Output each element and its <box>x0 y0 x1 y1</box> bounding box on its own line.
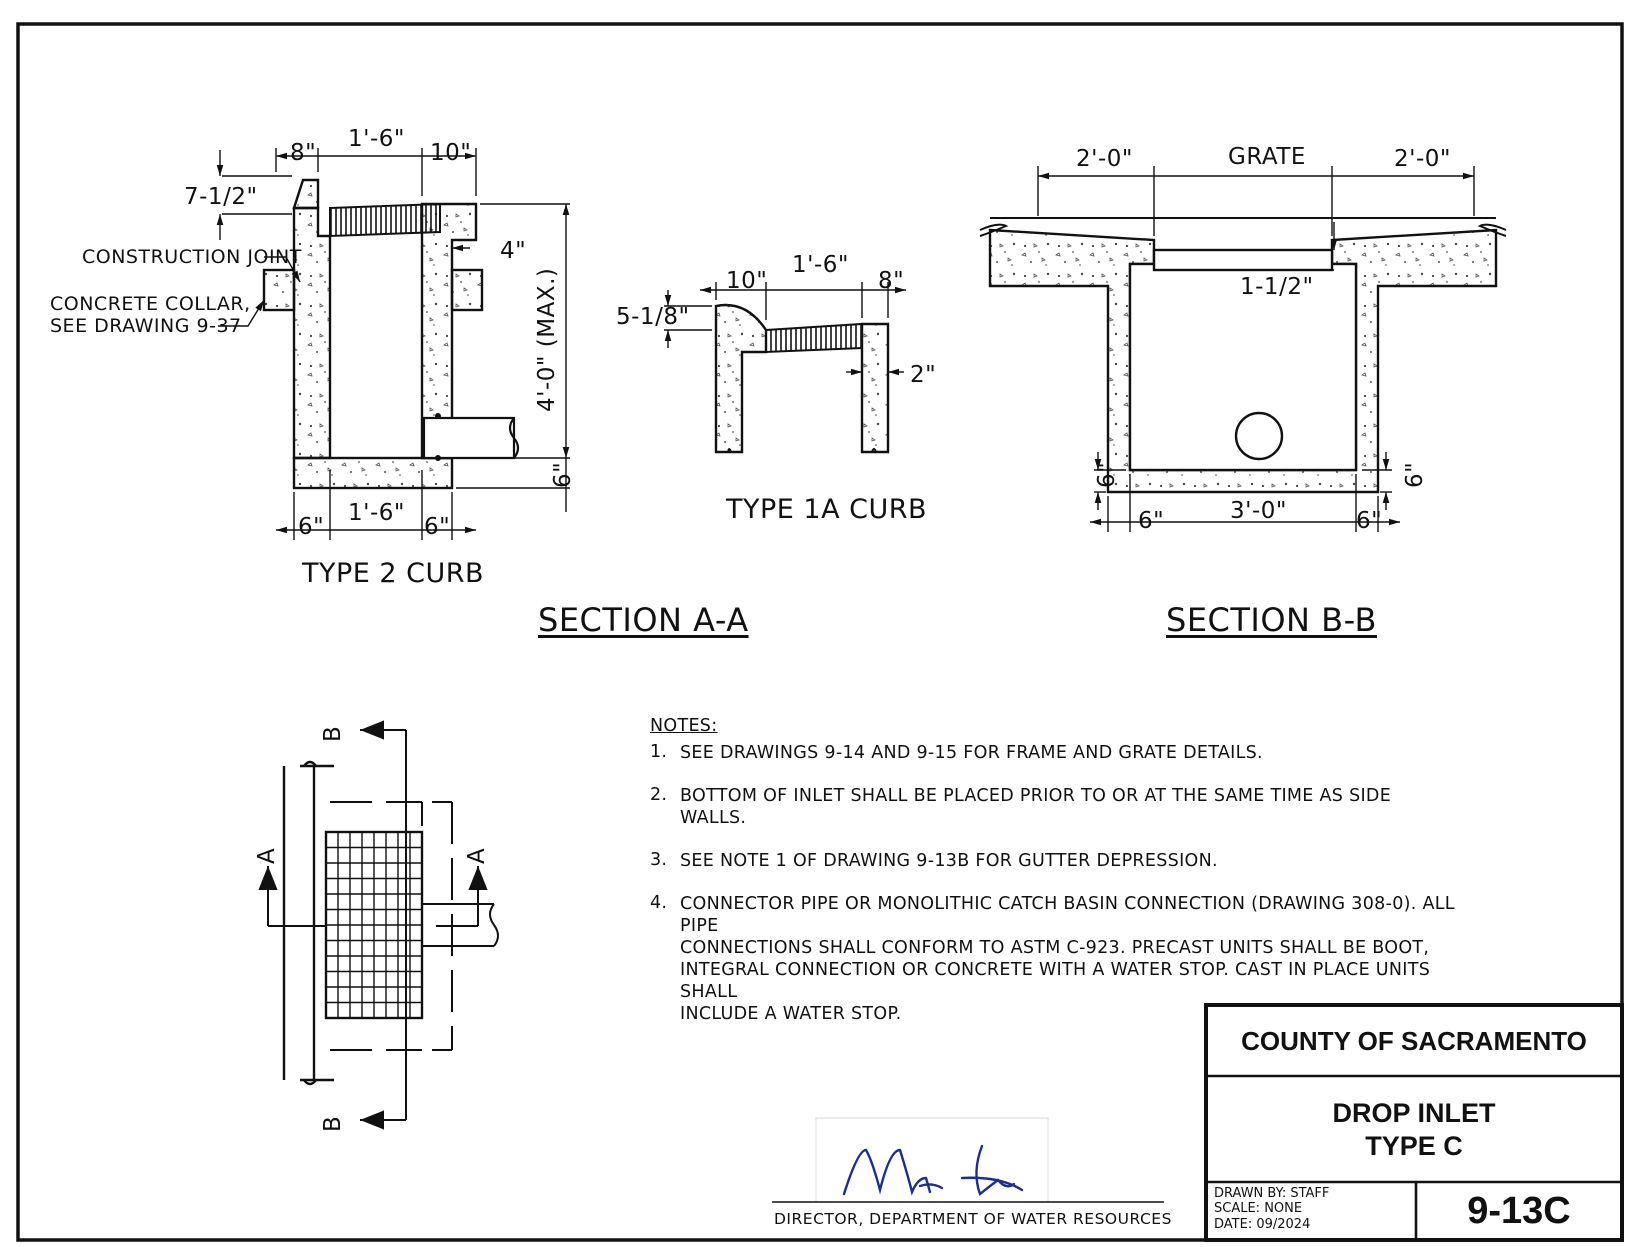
drawing-title-line2: TYPE C <box>1365 1131 1463 1161</box>
notes-block: NOTES: 1. SEE DRAWINGS 9-14 AND 9-15 FOR… <box>650 716 1460 1046</box>
dim-bb-frame: 1-1/2" <box>1240 274 1314 300</box>
plan-cut-b-bottom: B <box>320 1115 346 1132</box>
dim-type2-top-right: 10" <box>430 140 472 166</box>
dim-type2-bot-right: 6" <box>424 514 451 540</box>
type2-curb-title: TYPE 2 CURB <box>302 558 485 589</box>
date: DATE: 09/2024 <box>1214 1217 1311 1232</box>
note-number: 2. <box>650 785 668 805</box>
dim-type2-base: 6" <box>550 461 576 488</box>
dim-bb-base-left: 6" <box>1094 461 1120 488</box>
dim-bb-bot-right: 6" <box>1356 508 1383 534</box>
note-item: 2. BOTTOM OF INLET SHALL BE PLACED PRIOR… <box>650 785 1460 829</box>
dim-bb-bot-mid: 3'-0" <box>1230 498 1287 524</box>
plan-cut-a-right: A <box>464 847 490 864</box>
callout-construction-joint: CONSTRUCTION JOINT <box>82 246 302 268</box>
agency-name: COUNTY OF SACRAMENTO <box>1241 1026 1587 1056</box>
scale: SCALE: NONE <box>1214 1201 1303 1216</box>
dim-type2-top-left: 8" <box>290 140 317 166</box>
note-item: 3. SEE NOTE 1 OF DRAWING 9-13B FOR GUTTE… <box>650 850 1460 872</box>
dim-type2-top-mid: 1'-6" <box>348 126 405 152</box>
note-number: 1. <box>650 742 668 762</box>
dim-bb-base-right: 6" <box>1402 461 1428 488</box>
section-bb-title: SECTION B-B <box>1166 601 1377 639</box>
drawing-title-line1: DROP INLET <box>1332 1098 1496 1128</box>
note-text: SEE DRAWINGS 9-14 AND 9-15 FOR FRAME AND… <box>680 743 1263 763</box>
note-item: 4. CONNECTOR PIPE OR MONOLITHIC CATCH BA… <box>650 893 1460 1025</box>
notes-heading: NOTES: <box>650 716 718 736</box>
signature-mark <box>842 1144 1024 1196</box>
drawn-by: DRAWN BY: STAFF <box>1214 1186 1330 1201</box>
sheet-number: 9-13C <box>1467 1190 1571 1232</box>
note-number: 3. <box>650 850 668 870</box>
dim-type1a-left: 10" <box>726 268 768 294</box>
plan-cut-b-top: B <box>320 725 346 742</box>
dim-bb-grate: GRATE <box>1228 144 1306 170</box>
dim-bb-left: 2'-0" <box>1076 146 1133 172</box>
dim-type1a-mid: 1'-6" <box>792 252 849 278</box>
dim-type1a-right: 8" <box>878 268 905 294</box>
dim-type2-bot-mid: 1'-6" <box>348 500 405 526</box>
dim-type1a-side: 2" <box>910 362 937 388</box>
dim-type2-left: 7-1/2" <box>184 184 258 210</box>
note-text: SEE NOTE 1 OF DRAWING 9-13B FOR GUTTER D… <box>680 851 1218 871</box>
callout-see-drawing: SEE DRAWING 9-37 <box>50 315 242 337</box>
dim-type2-height: 4'-0" (MAX.) <box>534 267 560 412</box>
dim-type1a-height: 5-1/8" <box>616 304 690 330</box>
dim-bb-right: 2'-0" <box>1394 146 1451 172</box>
dim-type2-bot-left: 6" <box>298 514 325 540</box>
dim-bb-bot-left: 6" <box>1138 508 1165 534</box>
note-number: 4. <box>650 893 668 913</box>
note-text: CONNECTOR PIPE OR MONOLITHIC CATCH BASIN… <box>680 894 1455 1024</box>
plan-cut-a-left: A <box>254 847 280 864</box>
section-aa-title: SECTION A-A <box>538 601 749 639</box>
dim-type2-right-small: 4" <box>500 238 527 264</box>
type1a-curb-title: TYPE 1A CURB <box>726 494 928 525</box>
signature-caption: DIRECTOR, DEPARTMENT OF WATER RESOURCES <box>774 1210 1172 1228</box>
type2-grate <box>329 202 441 238</box>
note-item: 1. SEE DRAWINGS 9-14 AND 9-15 FOR FRAME … <box>650 742 1460 764</box>
note-text: BOTTOM OF INLET SHALL BE PLACED PRIOR TO… <box>680 786 1392 828</box>
callout-concrete-collar: CONCRETE COLLAR, <box>50 293 251 315</box>
type2-curb-drawing <box>262 178 484 490</box>
